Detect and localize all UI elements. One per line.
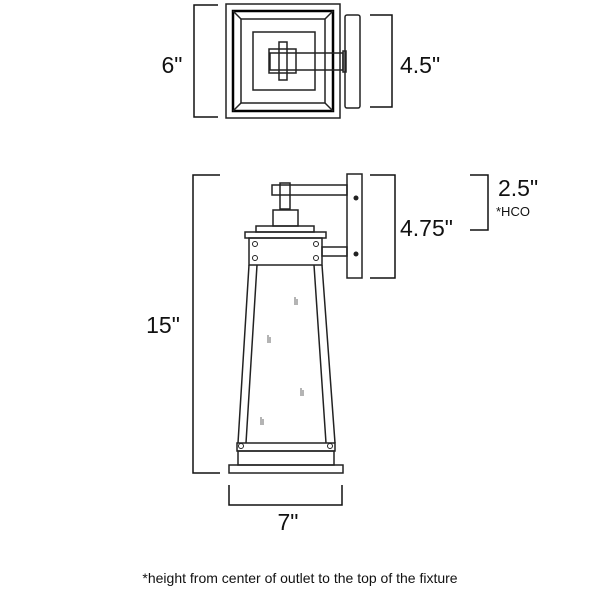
height-bracket-top — [193, 4, 218, 118]
backplate-top — [344, 14, 361, 109]
side-view: 15" 4.75" 2.5" *HCO 7" — [146, 173, 538, 535]
footnote: *height from center of outlet to the top… — [142, 570, 457, 586]
backplate-bracket-top — [370, 14, 393, 108]
lantern-frame — [237, 264, 336, 444]
side-backplate-label: 4.75" — [400, 215, 453, 241]
top-backplate-label: 4.5" — [400, 52, 440, 78]
width-label: 7" — [278, 509, 299, 535]
seeded-glass-bubbles — [260, 297, 304, 425]
arm — [271, 184, 348, 196]
bottom-band — [236, 442, 336, 452]
hco-note: *HCO — [496, 204, 530, 219]
top-band — [248, 237, 323, 266]
hco-label: 2.5" — [498, 175, 538, 201]
hco-bracket — [470, 174, 489, 231]
backplate-side — [346, 173, 363, 279]
canopy-outer — [225, 3, 341, 119]
backplate-bracket-side — [370, 174, 396, 279]
width-bracket — [228, 485, 343, 506]
side-height-label: 15" — [146, 312, 180, 338]
top-height-label: 6" — [162, 52, 183, 78]
top-view: 6" 4.5" — [162, 3, 440, 119]
base — [228, 464, 344, 474]
stem — [272, 209, 299, 227]
height-bracket-side — [192, 174, 220, 474]
canopy-frame — [231, 9, 335, 113]
